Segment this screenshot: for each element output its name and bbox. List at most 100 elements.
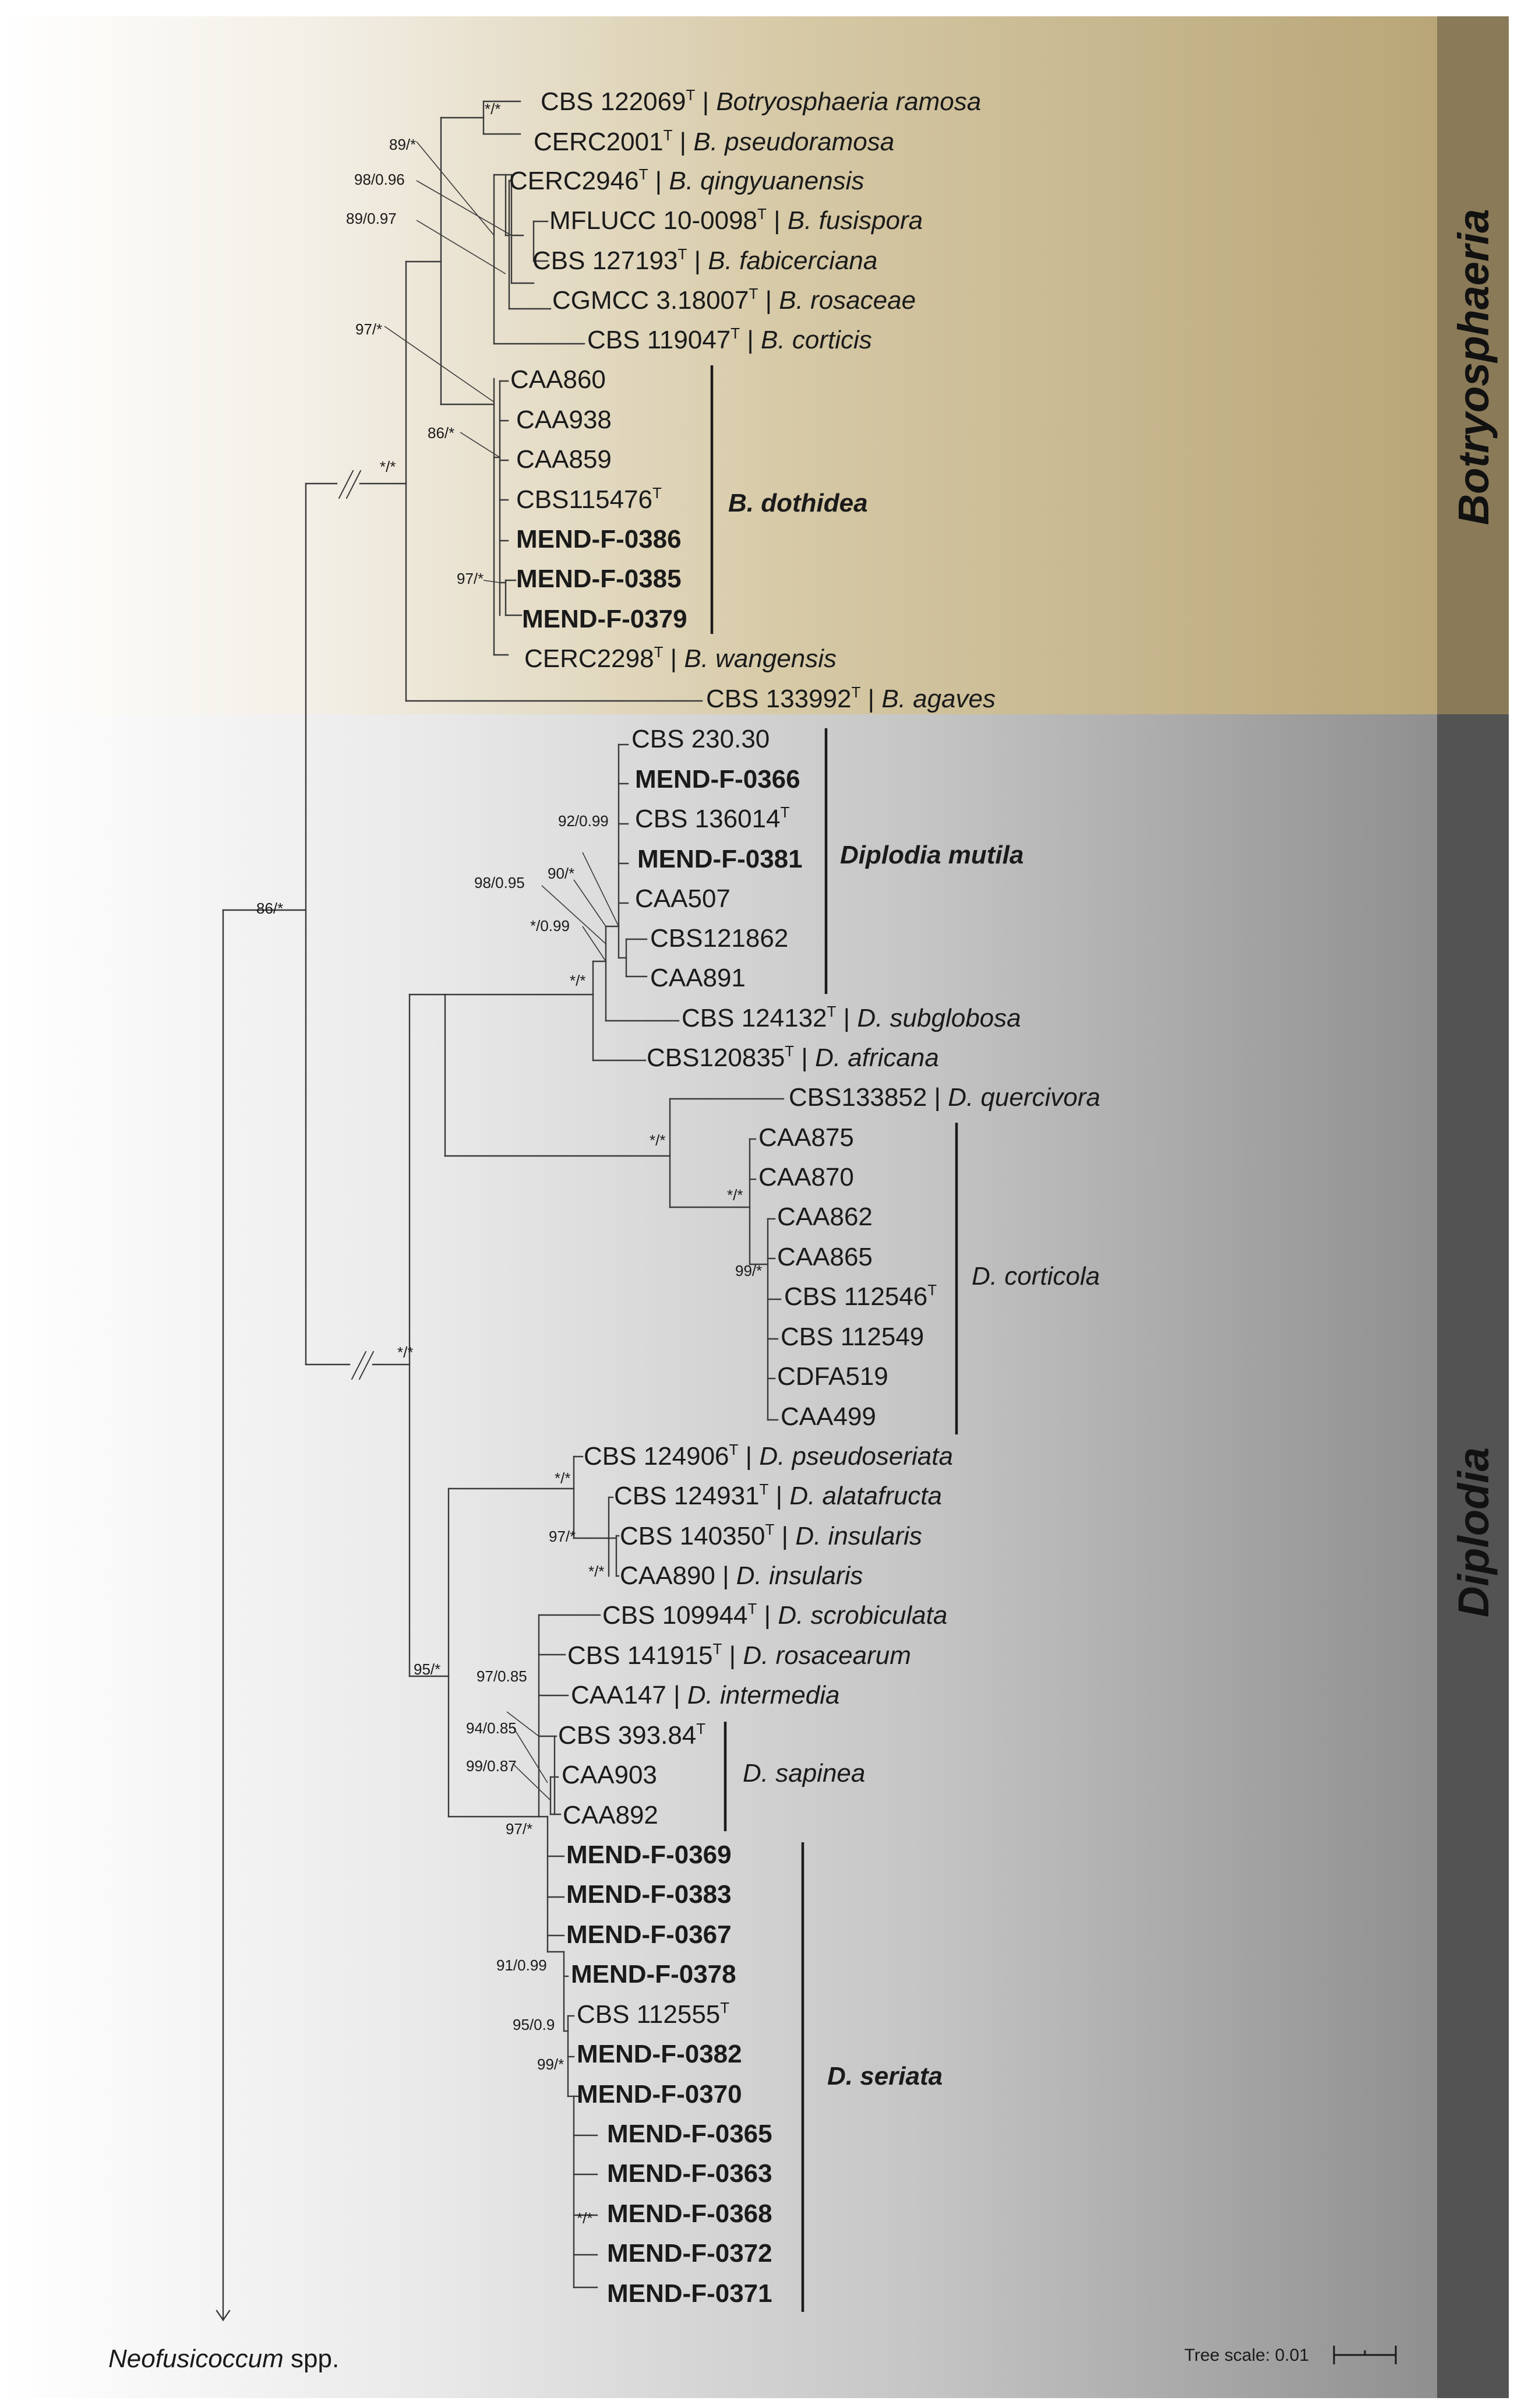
taxon-label-part: MEND-F-0366 [635, 765, 800, 794]
taxon-label-part: MEND-F-0381 [637, 845, 803, 873]
taxon-label-part: CBS 136014 [635, 805, 781, 833]
taxon-label: CBS 124132T | D. subglobosa [682, 1003, 1021, 1032]
taxon-label: MEND-F-0369 [566, 1841, 732, 1869]
support-value: 99/* [537, 2056, 564, 2073]
taxon-label-part: CAA870 [758, 1163, 854, 1191]
taxon-label: CDFA519 [777, 1362, 888, 1391]
clade-label-b-dothidea: B. dothidea [728, 489, 868, 517]
support-value: 99/0.87 [466, 1757, 517, 1775]
tree-scale-label: Tree scale: 0.01 [1184, 2346, 1309, 2365]
tree-branches [216, 100, 785, 2322]
outgroup-name: Neofusicoccum [108, 2344, 284, 2373]
support-value: 92/0.99 [558, 812, 609, 830]
taxon-label: MEND-F-0371 [607, 2279, 772, 2308]
taxon-label-part: | [774, 1522, 795, 1550]
taxon-label-part: D. intermedia [687, 1681, 840, 1709]
taxon-label-part: | [836, 1004, 857, 1032]
taxon-label-part: CBS 230.30 [631, 725, 770, 753]
taxon-label-part: CAA865 [777, 1243, 873, 1271]
taxon-label-part: D. africana [815, 1043, 939, 1072]
botryosphaeria-side-bar [1437, 16, 1509, 714]
taxon-label-part: | [767, 206, 788, 235]
taxon-label-part: T [785, 1042, 794, 1060]
taxon-label-part: D. insularis [795, 1522, 922, 1550]
taxon-label-part: | [757, 1601, 778, 1630]
taxon-label: CBS 124931T | D. alatafructa [614, 1480, 942, 1510]
taxon-label-part: CBS 127193 [532, 246, 678, 275]
taxon-label-part: T [713, 1640, 722, 1658]
clade-label-d-corticola: D. corticola [972, 1262, 1100, 1291]
taxon-label: MEND-F-0372 [607, 2239, 772, 2268]
taxon-label-part: Botryosphaeria ramosa [716, 87, 981, 116]
taxon-label-part: CAA147 [571, 1681, 666, 1709]
taxon-label-part: CBS 112555 [577, 2000, 720, 2029]
taxon-label-part: CAA938 [516, 406, 612, 434]
taxon-label-part: MEND-F-0367 [566, 1920, 732, 1949]
clade-brackets [710, 365, 958, 2312]
taxon-label: CBS 393.84T [558, 1720, 705, 1750]
support-value: 95/0.9 [513, 2016, 555, 2033]
taxon-label: MEND-F-0367 [566, 1920, 732, 1949]
taxon-label-part: CBS 122069 [541, 87, 686, 116]
taxon-label: CAA507 [635, 884, 731, 913]
taxon-label: CBS 127193T | B. fabicerciana [532, 245, 877, 275]
taxon-label-part: B. corticis [761, 326, 872, 354]
taxon-label: CBS 136014T [635, 803, 790, 833]
taxon-label: CERC2001T | B. pseudoramosa [534, 126, 894, 156]
taxon-label-part: T [654, 643, 664, 661]
taxon-label-part: T [757, 205, 767, 223]
taxon-label-part: CBS 141915 [567, 1641, 713, 1670]
taxon-label: MEND-F-0383 [566, 1880, 732, 1909]
taxon-label: CBS 124906T | D. pseudoseriata [584, 1441, 953, 1471]
taxon-label-part: | [768, 1482, 789, 1510]
taxon-label: MEND-F-0368 [607, 2199, 772, 2228]
clade-label-d-seriata: D. seriata [827, 2062, 943, 2090]
taxon-label-part: CDFA519 [777, 1362, 888, 1391]
taxon-label-part: MEND-F-0378 [571, 1960, 736, 1989]
taxon-label: CBS 230.30 [631, 725, 770, 753]
taxon-label: MEND-F-0386 [516, 525, 682, 553]
taxon-label-part: CAA860 [510, 365, 606, 394]
taxon-label-part: MEND-F-0369 [566, 1841, 732, 1869]
leaf-labels: CBS 122069T | Botryosphaeria ramosa CERC… [509, 86, 1100, 2308]
taxon-label-part: CAA507 [635, 884, 731, 913]
outgroup-suffix: spp. [284, 2344, 339, 2373]
taxon-label: CBS 140350T | D. insularis [620, 1521, 922, 1550]
taxon-label: CERC2946T | B. qingyuanensis [509, 165, 864, 195]
taxon-label-part: | [758, 286, 779, 315]
clade-labels: B. dothidea Diplodia mutila D. corticola… [728, 489, 1100, 2090]
taxon-label-part: CBS 112546 [784, 1282, 927, 1311]
taxon-label-part: MEND-F-0368 [607, 2199, 772, 2228]
support-value: 95/* [414, 1660, 440, 1678]
taxon-label-part: T [686, 86, 696, 104]
taxon-label-part: B. pseudoramosa [693, 128, 894, 156]
taxon-label: CBS115476T [516, 484, 662, 514]
taxon-label-part: CAA859 [516, 445, 612, 474]
taxon-label: CBS 122069T | Botryosphaeria ramosa [541, 86, 981, 116]
taxon-label-part: T [678, 245, 687, 263]
taxon-label-part: CBS115476 [516, 485, 652, 514]
taxon-label: MEND-F-0366 [635, 765, 800, 794]
taxon-label-part: CERC2946 [509, 167, 639, 195]
support-value: */* [588, 1563, 604, 1580]
taxon-label-part: B. agaves [881, 685, 996, 713]
support-value: 86/* [428, 424, 454, 442]
taxon-label-part: MEND-F-0379 [522, 605, 687, 633]
taxon-label: CBS 112549 [781, 1323, 924, 1351]
taxon-label: MEND-F-0385 [516, 565, 682, 593]
taxon-label-part: CAA891 [650, 964, 746, 992]
taxon-label-part: T [696, 1720, 705, 1737]
taxon-label-part: | [695, 87, 716, 116]
taxon-label-part: T [720, 1999, 729, 2016]
taxon-label: MEND-F-0363 [607, 2159, 772, 2188]
taxon-label-part: CBS121862 [650, 924, 788, 953]
taxon-label-part: T [652, 484, 662, 502]
taxon-label-part: T [765, 1521, 775, 1538]
taxon-label-part: B. qingyuanensis [669, 167, 864, 195]
taxon-label-part: MEND-F-0371 [607, 2279, 772, 2308]
support-value: 90/* [548, 865, 574, 882]
support-value: */* [380, 458, 396, 475]
taxon-label-part: | [715, 1561, 736, 1590]
taxon-label-part: CBS 133992 [706, 685, 852, 713]
taxon-label-part: B. wangensis [684, 644, 837, 673]
